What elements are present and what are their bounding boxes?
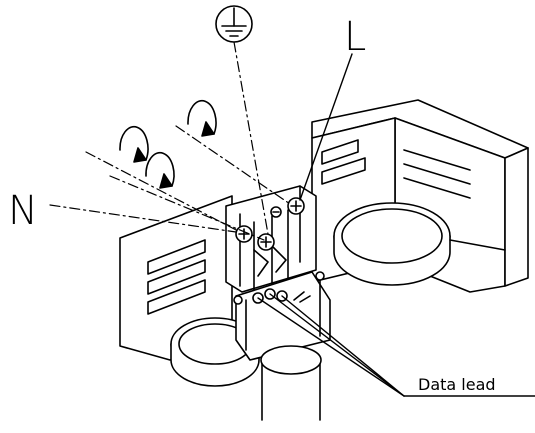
rotation-arrow-icon (145, 151, 175, 189)
leader-lines (257, 53, 535, 397)
rotation-arrows (119, 99, 217, 189)
earth-symbol-icon (215, 5, 253, 43)
label-data-lead: Data lead (418, 375, 496, 394)
terminal-screw-neutral (235, 225, 253, 243)
axis-lines (49, 41, 291, 241)
right-plug (311, 99, 529, 293)
cable (260, 345, 322, 421)
rotation-arrow-icon (187, 99, 217, 137)
left-plug (119, 195, 260, 387)
terminal-screw-earth (257, 233, 275, 251)
terminal-screw-small (270, 206, 282, 218)
label-neutral: N (8, 188, 38, 234)
label-live: L (344, 14, 366, 60)
rotation-arrow-icon (119, 125, 149, 163)
terminal-screw-live (287, 197, 305, 215)
